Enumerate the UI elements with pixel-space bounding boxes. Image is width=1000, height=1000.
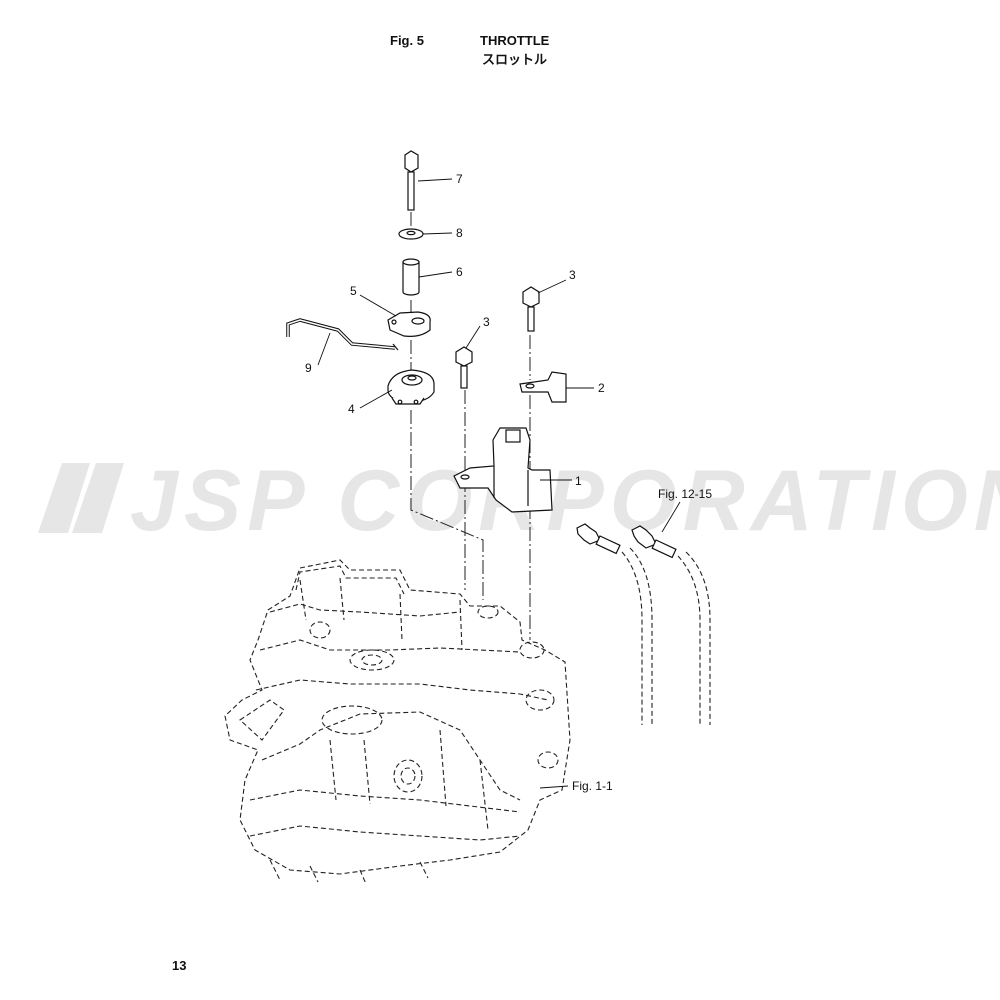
throttle-cables xyxy=(576,523,711,725)
part-5-throttle-lever xyxy=(387,311,431,337)
figure-title-japanese: スロットル xyxy=(482,52,548,67)
part-1-throttle-bracket xyxy=(453,427,553,513)
part-7-bolt xyxy=(404,150,419,211)
part-3-bolt-right xyxy=(522,286,540,332)
callout-3-right: 3 xyxy=(569,268,576,282)
callout-5: 5 xyxy=(350,284,357,298)
part-8-washer xyxy=(398,228,424,240)
part-3-bolt-left xyxy=(455,346,473,389)
watermark-text: JSP CORPORATION xyxy=(130,453,1000,549)
callout-fig-12-15: Fig. 12-15 xyxy=(658,487,712,501)
page-number: 13 xyxy=(172,958,187,973)
callout-leader-lines xyxy=(317,178,681,789)
callout-2: 2 xyxy=(598,381,605,395)
part-2-bracket xyxy=(519,371,567,403)
callout-7: 7 xyxy=(456,172,463,186)
watermark-logo: JSP CORPORATION xyxy=(38,453,1000,549)
part-4-throttle-cam xyxy=(387,369,435,405)
callout-6: 6 xyxy=(456,265,463,279)
callout-3-left: 3 xyxy=(483,315,490,329)
callout-fig-1-1: Fig. 1-1 xyxy=(572,779,613,793)
figure-title-english: THROTTLE xyxy=(480,33,550,48)
part-9-throttle-rod xyxy=(286,318,399,351)
callout-4: 4 xyxy=(348,402,355,416)
part-6-collar xyxy=(402,258,420,296)
callout-9: 9 xyxy=(305,361,312,375)
engine-block-outline xyxy=(224,559,571,885)
figure-number: Fig. 5 xyxy=(390,33,424,48)
assembly-guide-lines xyxy=(410,212,531,640)
callout-1: 1 xyxy=(575,474,582,488)
callout-8: 8 xyxy=(456,226,463,240)
